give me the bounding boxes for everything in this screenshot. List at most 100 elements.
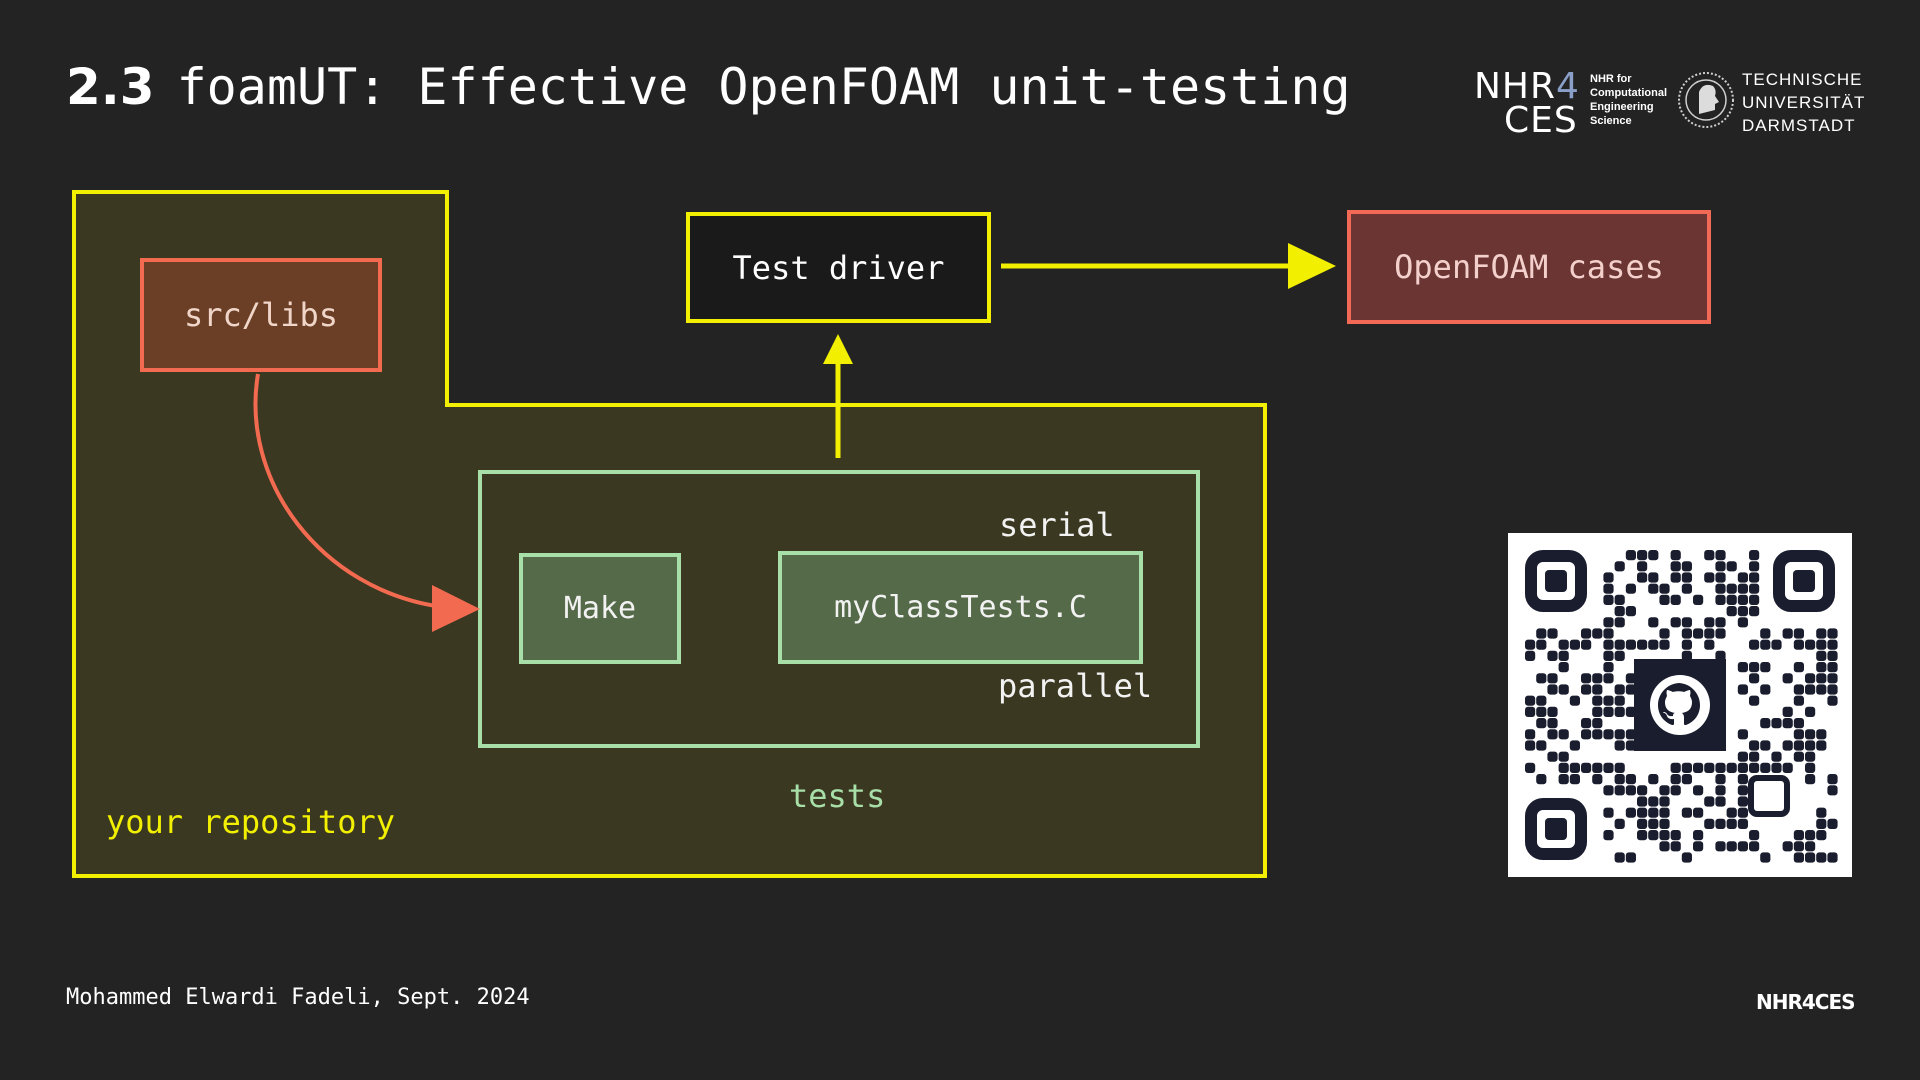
- qr-module: [1603, 807, 1614, 818]
- qr-module: [1670, 572, 1681, 583]
- qr-module: [1693, 841, 1704, 852]
- qr-module: [1614, 852, 1625, 863]
- qr-module: [1603, 662, 1614, 673]
- qr-module: [1693, 830, 1704, 841]
- qr-module: [1648, 774, 1659, 785]
- qr-module: [1525, 706, 1536, 717]
- qr-module: [1715, 650, 1726, 661]
- qr-module: [1749, 594, 1760, 605]
- qr-module: [1760, 852, 1771, 863]
- nhr-logo-digit: 4: [1556, 66, 1580, 107]
- qr-module: [1603, 594, 1614, 605]
- qr-module: [1547, 706, 1558, 717]
- qr-module: [1681, 650, 1692, 661]
- qr-module: [1715, 628, 1726, 639]
- qr-module: [1637, 807, 1648, 818]
- qr-module: [1569, 695, 1580, 706]
- qr-code-pattern: [1525, 550, 1838, 863]
- qr-module: [1805, 740, 1816, 751]
- test-driver-box: Test driver: [686, 212, 991, 323]
- qr-module: [1558, 774, 1569, 785]
- qr-module: [1637, 796, 1648, 807]
- qr-module: [1614, 740, 1625, 751]
- qr-module: [1827, 650, 1838, 661]
- qr-module: [1614, 695, 1625, 706]
- tu-line: UNIVERSITÄT: [1742, 93, 1866, 112]
- qr-module: [1704, 550, 1715, 561]
- qr-module: [1603, 650, 1614, 661]
- qr-module: [1614, 617, 1625, 628]
- qr-module: [1726, 583, 1737, 594]
- qr-module: [1637, 639, 1648, 650]
- qr-module: [1603, 785, 1614, 796]
- qr-module: [1760, 740, 1771, 751]
- qr-module: [1704, 762, 1715, 773]
- qr-module: [1614, 639, 1625, 650]
- qr-module: [1648, 639, 1659, 650]
- qr-module: [1771, 718, 1782, 729]
- qr-module: [1782, 718, 1793, 729]
- qr-module: [1816, 852, 1827, 863]
- qr-module: [1614, 706, 1625, 717]
- qr-module: [1558, 662, 1569, 673]
- qr-module: [1749, 561, 1760, 572]
- qr-module: [1816, 729, 1827, 740]
- qr-module: [1693, 785, 1704, 796]
- qr-module: [1681, 628, 1692, 639]
- qr-module: [1536, 695, 1547, 706]
- qr-module: [1558, 639, 1569, 650]
- qr-module: [1614, 606, 1625, 617]
- qr-module: [1827, 785, 1838, 796]
- qr-module: [1670, 774, 1681, 785]
- qr-module: [1547, 684, 1558, 695]
- qr-module: [1749, 572, 1760, 583]
- qr-module: [1536, 774, 1547, 785]
- qr-module: [1637, 550, 1648, 561]
- qr-module: [1715, 561, 1726, 572]
- qr-module: [1737, 796, 1748, 807]
- qr-module: [1592, 628, 1603, 639]
- qr-module: [1670, 617, 1681, 628]
- qr-module: [1648, 807, 1659, 818]
- qr-code[interactable]: [1508, 533, 1852, 877]
- qr-module: [1816, 818, 1827, 829]
- qr-module: [1693, 594, 1704, 605]
- qr-module: [1805, 729, 1816, 740]
- qr-module: [1648, 583, 1659, 594]
- qr-module: [1614, 729, 1625, 740]
- src-to-tests-arrowhead: [432, 585, 480, 632]
- qr-module: [1805, 751, 1816, 762]
- qr-module: [1737, 684, 1748, 695]
- qr-module: [1558, 751, 1569, 762]
- qr-module: [1782, 762, 1793, 773]
- nhr-caption-line: NHR for: [1590, 73, 1632, 85]
- qr-module: [1737, 617, 1748, 628]
- qr-module: [1827, 852, 1838, 863]
- qr-module: [1625, 774, 1636, 785]
- qr-module: [1793, 841, 1804, 852]
- qr-module: [1782, 673, 1793, 684]
- qr-module: [1603, 639, 1614, 650]
- qr-module: [1681, 807, 1692, 818]
- qr-module: [1581, 673, 1592, 684]
- qr-module: [1547, 718, 1558, 729]
- qr-module: [1827, 818, 1838, 829]
- qr-module: [1805, 774, 1816, 785]
- qr-module: [1760, 762, 1771, 773]
- qr-module: [1726, 594, 1737, 605]
- qr-module: [1737, 662, 1748, 673]
- qr-module: [1569, 740, 1580, 751]
- qr-module: [1614, 762, 1625, 773]
- tests-to-driver-arrowhead: [823, 334, 853, 364]
- qr-module: [1749, 830, 1760, 841]
- qr-module: [1816, 740, 1827, 751]
- qr-module: [1536, 718, 1547, 729]
- qr-module: [1625, 673, 1636, 684]
- qr-module: [1536, 740, 1547, 751]
- qr-module: [1737, 572, 1748, 583]
- qr-module: [1614, 594, 1625, 605]
- qr-module: [1715, 572, 1726, 583]
- qr-module: [1659, 818, 1670, 829]
- qr-module: [1592, 684, 1603, 695]
